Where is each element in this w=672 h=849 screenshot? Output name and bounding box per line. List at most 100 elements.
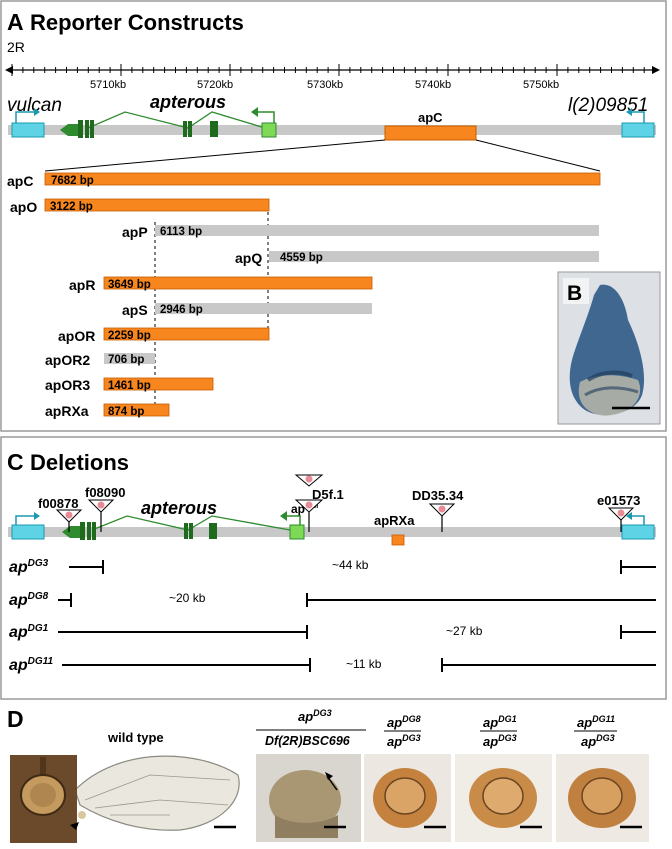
coordinate-axis: [5, 64, 660, 76]
construct-size: 2946 bp: [160, 304, 203, 316]
construct-apC: apC 7682 bp: [7, 172, 601, 189]
construct-name: apOR3: [45, 377, 90, 393]
insertion-marker-D5f1: [294, 474, 324, 532]
zoom-line-right: [475, 139, 601, 172]
construct-size: 4559 bp: [280, 252, 323, 264]
construct-size: 2259 bp: [108, 330, 151, 342]
construct-apR: apR 3649 bp: [69, 276, 373, 293]
construct-size: 3122 bp: [50, 201, 93, 213]
insertion-marker-f00878: [55, 509, 83, 532]
construct-name: apO: [10, 199, 37, 215]
deletion-span: ~20 kb: [169, 591, 206, 605]
panel-b-letter: B: [567, 282, 582, 305]
construct-name: apP: [122, 224, 148, 240]
apC-region-label: apC: [418, 110, 443, 125]
construct-apP: apP 6113 bp: [122, 224, 599, 240]
genotype-3: apDG1 apDG3: [480, 714, 517, 749]
panel-c-l209851-box: [621, 524, 655, 540]
mutant-photo-3: [455, 754, 552, 842]
panel-d-letter: D: [7, 706, 24, 732]
deletion-apDG11: apDG11 ~11 kb: [9, 656, 656, 674]
tick-label-5730: 5730kb: [307, 79, 343, 91]
insertion-marker-e01573: [607, 507, 635, 532]
construct-apOR2: apOR2 706 bp: [45, 352, 155, 368]
mutant-photo-2: [364, 754, 451, 842]
panel-c-frame: [0, 436, 667, 700]
deletion-span: ~11 kb: [346, 657, 382, 671]
axis-ticks: [11, 64, 645, 76]
insertion-marker-DD3534: [428, 503, 456, 532]
deletion-apDG1: apDG1 ~27 kb: [9, 623, 656, 641]
panel-a-frame: [0, 0, 667, 432]
deletion-label: apDG3: [9, 558, 49, 576]
construct-bar: [103, 276, 373, 290]
panel-c-genomic-bar: [8, 527, 656, 537]
vulcan-gene-box: [11, 122, 45, 138]
panel-b-photo: [557, 271, 661, 425]
gene-label-vulcan: vulcan: [7, 95, 62, 116]
construct-name: apR: [69, 277, 95, 293]
construct-size: 6113 bp: [160, 226, 202, 238]
panel-c-apterous-gene-model: [62, 511, 305, 540]
insertion-label-DD3534: DD35.34: [412, 488, 464, 503]
apRXa-region-box: [391, 534, 405, 546]
deletion-label: apDG8: [9, 591, 49, 609]
deletion-apDG8: apDG8 ~20 kb: [9, 591, 656, 609]
l209851-tss-arrow: [632, 111, 645, 123]
panel-c-title: Deletions: [30, 450, 129, 475]
apRXa-region-label: apRXa: [374, 513, 415, 528]
construct-name: apRXa: [45, 403, 89, 419]
panel-c-letter: C: [7, 449, 24, 475]
genotype-top: apDG1: [483, 714, 517, 730]
genotype-4: apDG11 apDG3: [574, 714, 617, 749]
mutant-photo-4: [556, 754, 649, 842]
genotype-bottom: apDG3: [581, 733, 615, 749]
deletion-label: apDG11: [9, 656, 53, 674]
construct-bar: [103, 377, 214, 391]
insertion-label-f00878: f00878: [38, 496, 78, 511]
construct-size: 706 bp: [108, 354, 144, 366]
tick-label-5720: 5720kb: [197, 79, 233, 91]
deletion-span: ~44 kb: [332, 558, 369, 572]
construct-apOR3: apOR3 1461 bp: [45, 377, 214, 393]
insertion-label-e01573: e01573: [597, 493, 640, 508]
construct-bar: [104, 353, 155, 364]
genotype-1: apDG3 Df(2R)BSC696: [256, 708, 366, 748]
genomic-region-bar: [8, 125, 656, 135]
construct-size: 7682 bp: [51, 175, 94, 187]
construct-apO: apO 3122 bp: [10, 198, 270, 215]
panel-a-title: Reporter Constructs: [30, 10, 244, 35]
construct-name: apOR: [58, 328, 95, 344]
genotype-bottom: apDG3: [387, 733, 421, 749]
mutant-photo-1: [256, 754, 361, 842]
tick-label-5750: 5750kb: [523, 79, 559, 91]
construct-size: 1461 bp: [108, 380, 151, 392]
gene-label-l209851: l(2)09851: [568, 95, 648, 116]
panel-a-letter: A: [7, 9, 24, 35]
insertion-label-D5f1: D5f.1: [312, 487, 344, 502]
genotype-top: apDG3: [298, 708, 332, 724]
gene-label-apterous: apterous: [150, 92, 226, 112]
construct-size: 874 bp: [108, 406, 144, 418]
construct-size: 3649 bp: [108, 279, 151, 291]
chromosome-label: 2R: [7, 39, 25, 55]
construct-bar: [269, 251, 599, 262]
genotype-bottom: apDG3: [483, 733, 517, 749]
construct-apOR: apOR 2259 bp: [58, 327, 270, 344]
panel-c-vulcan-box: [11, 524, 45, 540]
construct-bar: [155, 225, 599, 236]
tick-label-5740: 5740kb: [415, 79, 451, 91]
genotype-2: apDG8 apDG3: [384, 714, 421, 749]
construct-bar: [44, 198, 270, 212]
tick-label-5710: 5710kb: [90, 79, 126, 91]
genotype-bottom: Df(2R)BSC696: [265, 734, 351, 748]
genotype-top: apDG8: [387, 714, 421, 730]
genotype-top: apDG11: [577, 714, 615, 730]
construct-name: apS: [122, 302, 148, 318]
construct-name: apQ: [235, 250, 262, 266]
construct-apRXa: apRXa 874 bp: [45, 403, 170, 419]
construct-apS: apS 2946 bp: [122, 302, 372, 318]
insertion-label-f08090: f08090: [85, 485, 125, 500]
deletion-span: ~27 kb: [446, 624, 483, 638]
construct-bar: [44, 172, 601, 186]
